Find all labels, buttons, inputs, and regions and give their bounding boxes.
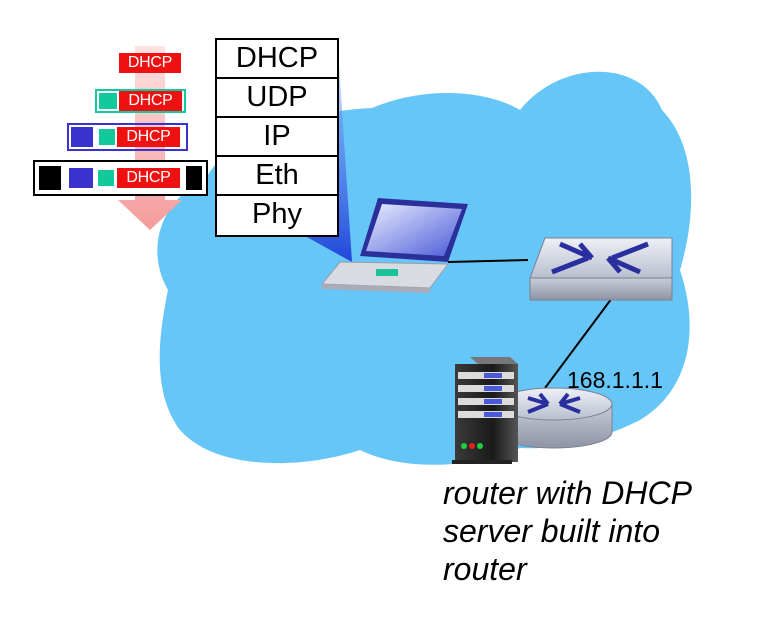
laptop-icon: [320, 198, 468, 293]
protocol-stack: DHCP UDP IP Eth Phy: [215, 38, 339, 237]
dhcp-tag: DHCP: [119, 53, 181, 73]
layer-udp: UDP: [217, 79, 337, 118]
dhcp-tag: DHCP: [119, 91, 182, 111]
switch-icon: [529, 237, 673, 301]
layer-dhcp: DHCP: [217, 40, 337, 79]
eth-header: [39, 166, 61, 190]
ip-header: [71, 127, 93, 147]
udp-header: [99, 129, 115, 145]
router-icon: [495, 387, 613, 449]
ethernet-frame: DHCP: [33, 160, 208, 196]
dhcp-message: DHCP: [119, 53, 181, 73]
layer-ip: IP: [217, 118, 337, 157]
udp-header: [98, 170, 114, 186]
dhcp-tag: DHCP: [117, 168, 180, 188]
caption-line-1: router with DHCP: [443, 475, 692, 511]
eth-trailer: [186, 166, 202, 190]
udp-segment: DHCP: [95, 89, 186, 113]
server-tower-icon: [452, 357, 518, 464]
laptop-switch-link: [447, 259, 529, 263]
caption-line-2: server built into: [443, 513, 660, 549]
router-caption: router with DHCP server built into route…: [443, 474, 753, 588]
dhcp-tag: DHCP: [117, 127, 180, 147]
caption-line-3: router: [443, 551, 527, 587]
layer-phy: Phy: [252, 198, 302, 230]
udp-header: [99, 93, 117, 109]
stack-beam: [305, 48, 352, 262]
ip-datagram: DHCP: [67, 123, 188, 151]
ip-header: [69, 168, 93, 188]
switch-router-link: [544, 297, 613, 389]
router-ip-address: 168.1.1.1: [567, 367, 663, 393]
layer-eth: Eth: [217, 157, 337, 196]
